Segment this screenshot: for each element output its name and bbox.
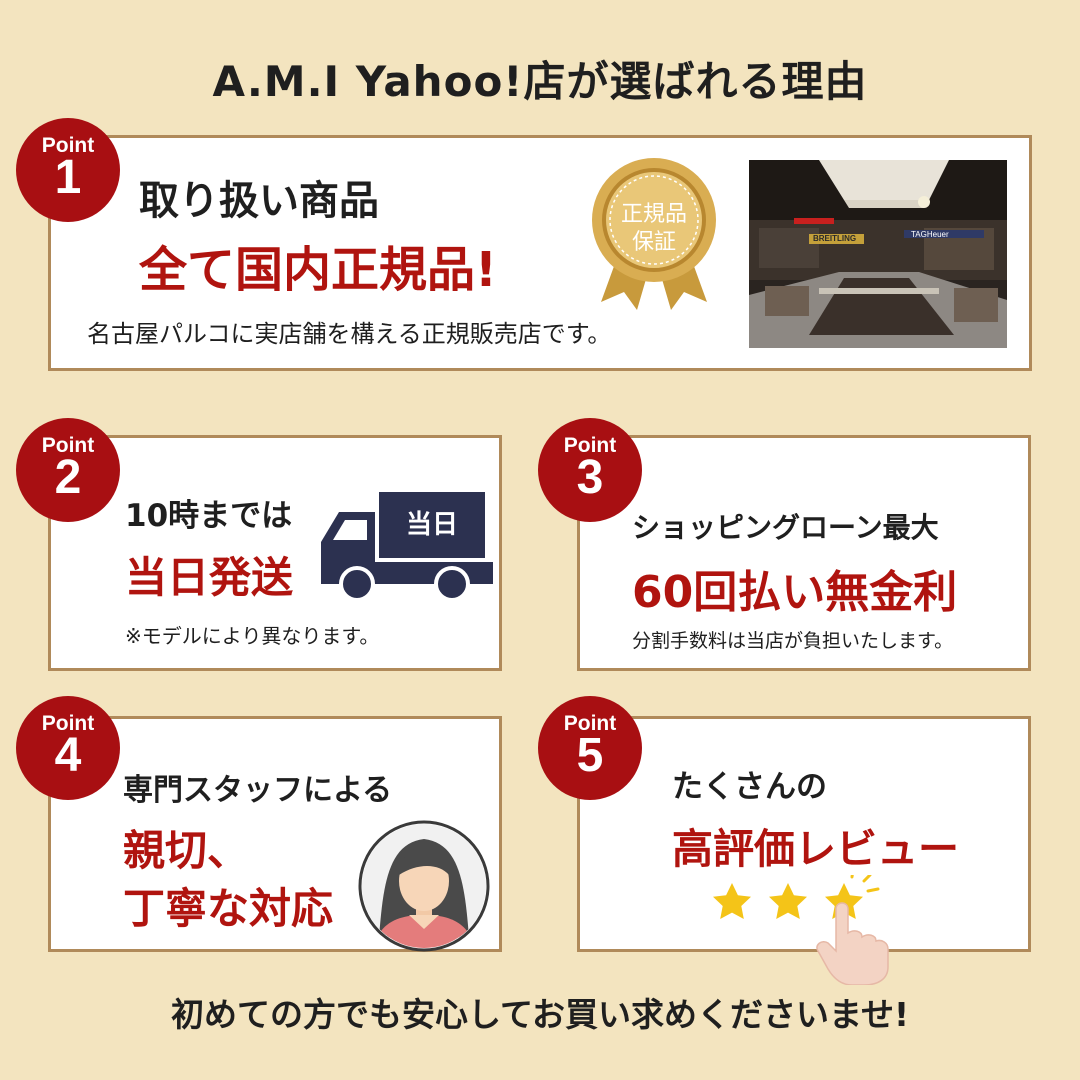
point-2-highlight: 当日発送 — [125, 553, 294, 602]
point-label: Point — [563, 712, 617, 735]
authenticity-seal-icon: 正規品 保証 — [579, 152, 729, 312]
point-3-note: 分割手数料は当店が負担いたします。 — [632, 630, 954, 652]
delivery-truck-icon: 当日 — [317, 490, 497, 602]
seal-text-line2: 保証 — [631, 230, 676, 255]
point-3-card: ショッピングローン最大 60回払い無金利 分割手数料は当店が負担いたします。 — [577, 435, 1031, 671]
review-stars — [712, 867, 902, 986]
point-label: Point — [563, 434, 617, 457]
footer-message: 初めての方でも安心してお買い求めくださいませ! — [170, 995, 910, 1034]
point-2-note: ※モデルにより異なります。 — [125, 624, 380, 648]
point-1-card: 取り扱い商品 全て国内正規品! 名古屋パルコに実店舗を構える正規販売店です。 正… — [48, 135, 1032, 371]
point-4-highlight-line2: 丁寧な対応 — [123, 884, 334, 933]
point-number: 3 — [576, 451, 604, 504]
point-1-heading: 取り扱い商品 — [139, 178, 379, 224]
pointing-hand-icon — [816, 902, 889, 986]
point-3-highlight: 60回払い無金利 — [632, 567, 958, 618]
point-label: Point — [41, 434, 95, 457]
truck-label: 当日 — [405, 510, 458, 540]
point-2-card: 10時までは 当日発送 ※モデルにより異なります。 当日 — [48, 435, 502, 671]
point-5-badge: Point 5 — [538, 696, 642, 800]
point-5-heading: たくさんの — [672, 769, 827, 805]
point-number: 5 — [576, 729, 604, 782]
page-title: A.M.I Yahoo!店が選ばれる理由 — [212, 57, 868, 106]
point-5-highlight: 高評価レビュー — [672, 825, 959, 873]
star-icon — [713, 883, 751, 919]
point-number: 2 — [54, 451, 82, 504]
point-3-badge: Point 3 — [538, 418, 642, 522]
staff-avatar-icon — [357, 819, 491, 953]
point-label: Point — [41, 712, 95, 735]
point-1-badge: Point 1 — [16, 118, 120, 222]
point-2-badge: Point 2 — [16, 418, 120, 522]
point-4-heading: 専門スタッフによる — [123, 773, 393, 808]
point-number: 1 — [54, 151, 82, 204]
point-4-card: 専門スタッフによる 親切、 丁寧な対応 — [48, 716, 502, 952]
seal-text-line1: 正規品 — [620, 202, 687, 227]
point-label: Point — [41, 134, 95, 157]
point-3-heading: ショッピングローン最大 — [632, 511, 939, 544]
point-2-heading: 10時までは — [125, 498, 293, 534]
photo-sign-breitling: BREITLING — [813, 234, 857, 243]
point-4-highlight-line1: 親切、 — [123, 826, 250, 875]
store-photo: BREITLING TAGHeuer — [749, 160, 1007, 348]
point-1-note: 名古屋パルコに実店舗を構える正規販売店です。 — [87, 320, 612, 348]
point-1-highlight: 全て国内正規品! — [139, 242, 497, 298]
point-4-badge: Point 4 — [16, 696, 120, 800]
point-number: 4 — [54, 729, 82, 782]
star-icon — [769, 883, 807, 919]
point-5-card: たくさんの 高評価レビュー — [577, 716, 1031, 986]
photo-sign-tagheuer: TAGHeuer — [911, 230, 949, 239]
